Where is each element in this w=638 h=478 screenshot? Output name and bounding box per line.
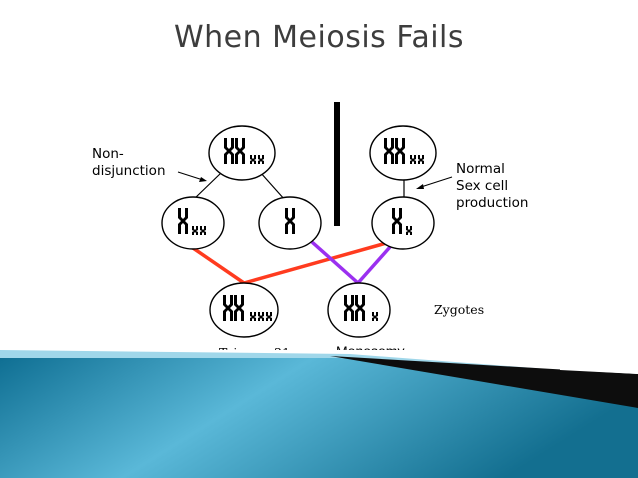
cell-gamete-missing [258, 196, 322, 250]
cell-parent-nondisjunction [208, 125, 276, 181]
arrow-normal [416, 176, 453, 189]
purple-line-1 [310, 240, 360, 285]
slide-title: When Meiosis Fails [173, 20, 465, 55]
connector-top-right [259, 171, 286, 201]
red-line-1 [192, 246, 245, 285]
meiosis-diagram [161, 102, 453, 338]
cell-zygote-monosomy [327, 282, 391, 338]
normal-sex-cell-label: Normal Sex cell production [456, 161, 529, 211]
zygotes-label: Zygotes [434, 302, 485, 317]
arrow-nondisjunction [177, 171, 207, 182]
connector-top-left [192, 171, 223, 201]
divider-bar [334, 102, 340, 226]
purple-line-2 [356, 245, 392, 285]
cell-gamete-extra [161, 196, 225, 250]
cell-gamete-normal [371, 196, 435, 250]
cell-parent-normal [369, 125, 437, 181]
cell-zygote-trisomy [209, 282, 279, 338]
footer-decoration [0, 348, 638, 478]
nondisjunction-label: Non- disjunction [92, 146, 166, 179]
red-line-2 [243, 240, 391, 285]
